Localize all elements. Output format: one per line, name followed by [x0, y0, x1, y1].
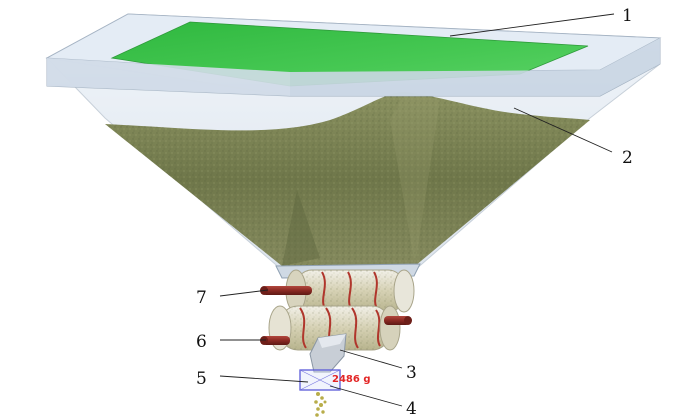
leader-lines: [219, 13, 615, 407]
lower-shaft-right: [384, 316, 410, 325]
lower-shaft-left: [262, 336, 290, 345]
callout-7: 7: [196, 288, 207, 308]
callout-3: 3: [406, 363, 417, 383]
upper-shaft: [262, 286, 312, 295]
callout-1: 1: [622, 6, 633, 26]
callout-5: 5: [196, 369, 207, 389]
callout-2: 2: [622, 148, 633, 168]
callout-6: 6: [196, 332, 207, 352]
callout-4: 4: [406, 399, 417, 419]
falling-seeds: [314, 392, 327, 417]
mass-readout: 2486 g: [332, 374, 370, 385]
